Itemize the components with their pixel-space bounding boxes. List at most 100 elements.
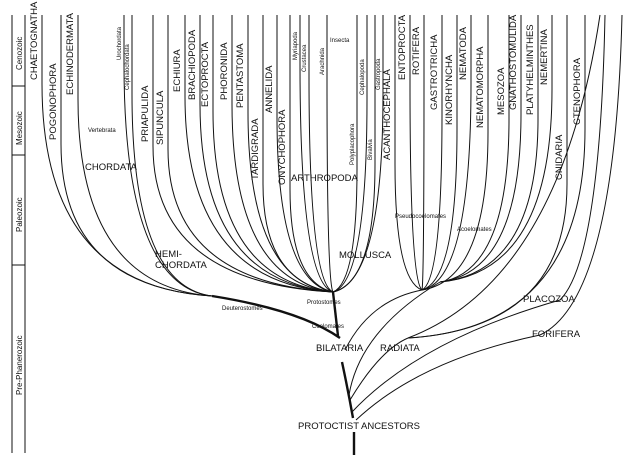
phylum-label: TARDIGRADA <box>250 118 261 180</box>
label-vertebrata: Vertebrata <box>88 128 116 134</box>
phylum-label: KINORHYNCHA <box>444 54 455 125</box>
label-pseudocoelomates: Pseudocoelomates <box>395 214 446 220</box>
lineage-branch <box>439 15 553 283</box>
phylum-label: ACANTHOCEPHALA <box>382 69 393 160</box>
lineage-branch <box>152 15 334 293</box>
label-chordata: CHORDATA <box>85 162 138 173</box>
lineage-branch <box>289 15 334 293</box>
lineage-branch <box>184 15 334 293</box>
label-acoelomates: Acoelomates <box>457 227 492 233</box>
lineage-branch <box>407 15 586 339</box>
label-hemichordata-1: HEMI- <box>155 249 182 260</box>
era-pre-phanerozoic: Pre-Phanerozoic <box>15 335 24 395</box>
label-radiata: RADIATA <box>380 343 420 354</box>
phylum-label: CTENOPHORA <box>572 57 583 125</box>
phylum-label: PLATYHELMINTHES <box>525 24 536 115</box>
lineage-branch <box>199 15 334 293</box>
label-arthropoda: ARTHROPODA <box>291 173 359 184</box>
lineage-branch <box>326 15 334 293</box>
label-protostomes: Protostomes <box>307 300 341 306</box>
phylum-label: ONYCHOPHORA <box>277 109 288 185</box>
phylum-label: NEMERTINA <box>539 29 550 85</box>
phylum-label: PHORONIDA <box>219 42 230 100</box>
branches <box>41 14 623 455</box>
ctenophora-path <box>407 14 601 339</box>
lineage-branch <box>276 15 334 293</box>
phylum-labels: CHAETOGNATHA POGONOPHORA ECHINODERMATA Uroc… <box>29 1 583 185</box>
lineage-branch <box>421 15 425 291</box>
lineage-branch <box>299 15 334 293</box>
phylum-label: PENTASTOMA <box>235 43 246 108</box>
deuterostome-stem <box>211 294 341 339</box>
trunk-bilateria <box>340 361 355 419</box>
label-mollusca: MOLLUSCA <box>339 250 392 261</box>
placozoa-branch <box>351 14 606 413</box>
phylum-label: ANNELIDA <box>264 65 275 113</box>
phylum-label: SIPUNCULA <box>155 90 166 145</box>
lineage-branch <box>409 15 423 291</box>
phylum-label: Arachnida <box>320 47 326 75</box>
label-placozoa: PLACOZOA <box>523 294 575 305</box>
phylum-label: Polyplacophora <box>350 123 356 165</box>
phylum-label: Cephalochordata <box>125 44 131 90</box>
lineage-branch <box>167 15 334 293</box>
lineage-branch <box>439 15 539 283</box>
phylum-label: CNIDARIA <box>554 134 565 180</box>
phylum-label: ENTOPROCTA <box>397 14 408 80</box>
label-hemichordata-2: CHORDATA <box>155 260 208 271</box>
lineage-branch <box>60 15 213 297</box>
lineage-branch <box>308 15 334 293</box>
phylum-label: NEMATOMORPHA <box>475 46 486 128</box>
phylum-label: Myriapoda <box>293 31 299 60</box>
lineage-branch <box>394 15 423 291</box>
lineage-branch <box>212 15 334 293</box>
lineage-branch <box>332 15 384 293</box>
label-coelomates: Coelomates <box>312 324 344 330</box>
lineage-branch <box>421 15 458 291</box>
era-paleozoic: Paleozoic <box>15 197 24 232</box>
phylum-label: NEMATODA <box>458 26 469 80</box>
pseudocoelomate-stem <box>344 289 423 351</box>
phylum-label: ECHINODERMATA <box>65 12 76 95</box>
lineage-branch <box>131 15 213 297</box>
phylum-label: GNATHOSTOMULIDA <box>508 14 519 110</box>
phylum-label: Bivalvia <box>368 139 374 160</box>
phylum-label: ROTIFERA <box>411 26 422 75</box>
protostome-stem <box>331 291 340 337</box>
label-protoctist-ancestors: PROTOCTIST ANCESTORS <box>298 421 420 432</box>
era-cenozoic: Cenozoic <box>15 37 24 70</box>
lineage-branch <box>231 15 334 293</box>
lineage-branch <box>439 15 510 283</box>
acoelomate-stem <box>348 281 441 396</box>
label-deuterostomes: Deuterostomes <box>222 306 263 312</box>
phylum-label: Crustacea <box>302 44 308 72</box>
phylum-label: BRACHIOPODA <box>187 29 198 100</box>
lineage-branch <box>262 15 334 293</box>
radiata-stem <box>349 337 409 401</box>
lineage-branch <box>332 15 358 293</box>
label-forifera: FORIFERA <box>532 329 581 340</box>
era-mesozoic: Mesozoic <box>15 111 24 145</box>
lineage-branch <box>421 15 443 291</box>
lineage-branch <box>421 15 489 291</box>
phylum-label: ECHIURA <box>172 49 183 92</box>
clade-labels: Vertebrata CHORDATA Insecta ARTHROPODA H… <box>85 38 581 432</box>
lineage-branch <box>421 15 472 291</box>
era-column: Cenozoic Mesozoic Paleozoic Pre-Phaneroz… <box>11 15 26 453</box>
phylum-label: Cephalopoda <box>360 59 366 95</box>
phylum-label: Gastropoda <box>376 58 382 90</box>
phylum-label: CHAETOGNATHA <box>29 1 40 80</box>
label-insecta: Insecta <box>330 38 350 44</box>
phylum-label: POGONOPHORA <box>48 63 59 140</box>
phylum-label: GASTROTRICHA <box>429 34 440 110</box>
lineage-branch <box>332 15 368 293</box>
phylum-label: PRIAPULIDA <box>140 85 151 142</box>
porifera-branch <box>355 14 623 421</box>
lineage-branch <box>439 15 522 283</box>
phylum-label: Urochordata <box>117 26 123 60</box>
phylum-label: MESOZOA <box>496 67 507 115</box>
phylum-label: ECTOPROCTA <box>200 41 211 107</box>
label-bilataria: BILATARIA <box>316 343 364 354</box>
lineage-branch <box>77 15 213 297</box>
